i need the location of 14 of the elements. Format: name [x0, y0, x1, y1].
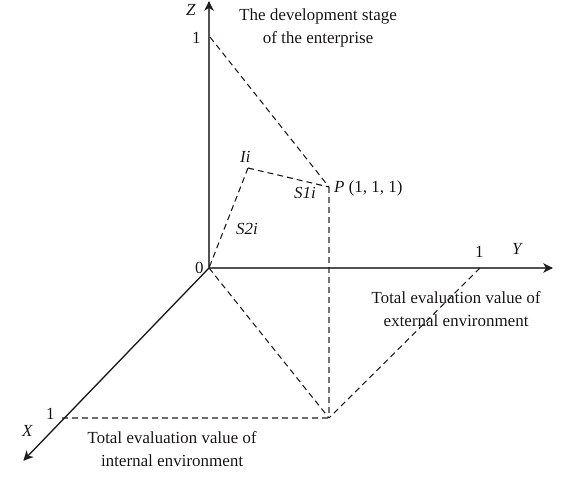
tick-label: 1: [475, 241, 484, 263]
point-label: P (1, 1, 1): [334, 176, 402, 198]
axis-title: Total evaluation value of external environment: [370, 287, 542, 332]
axis-label: Y: [512, 238, 522, 260]
distance-label: S1i: [294, 182, 316, 204]
tick-label: 1: [46, 403, 54, 425]
point-label: Ii: [240, 146, 250, 168]
axis-label: Z: [186, 0, 196, 21]
axis-title: The development stage of the enterprise: [238, 4, 398, 49]
axis-label: X: [22, 420, 32, 442]
axis-title: Total evaluation value of internal environment: [86, 427, 258, 472]
distance-label: S2i: [236, 218, 258, 240]
tick-label: 0: [195, 257, 204, 279]
tick-label: 1: [192, 27, 200, 49]
